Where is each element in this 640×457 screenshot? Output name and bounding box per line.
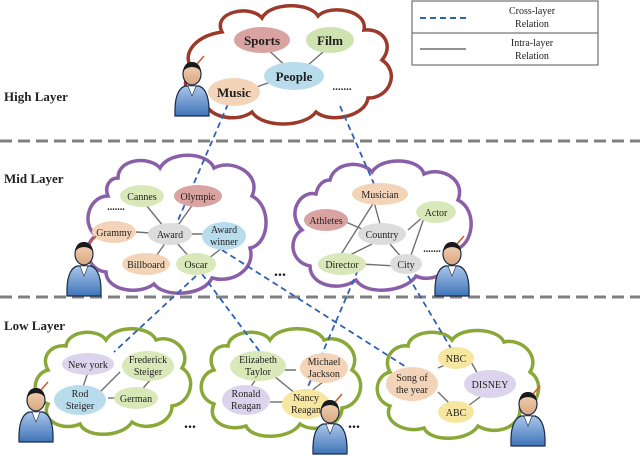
node-disney-label: DISNEY <box>472 380 509 391</box>
legend-intra-label-line2: Relation <box>515 51 549 62</box>
mid-right-ellipsis: ....... <box>423 244 441 255</box>
node-sports-label: Sports <box>244 33 280 48</box>
node-city <box>390 254 422 274</box>
node-disney <box>464 370 516 398</box>
node-music-label: Music <box>217 85 251 100</box>
legend-cross-label-line2: Relation <box>515 19 549 30</box>
node-actor <box>416 201 456 223</box>
node-elizabeth-label-2: Taylor <box>245 367 272 378</box>
node-olympic-label: Olympic <box>181 192 217 203</box>
node-michael-label-1: Michael <box>308 357 341 368</box>
node-ronald-label-1: Ronald <box>232 389 261 400</box>
node-abc <box>438 401 474 423</box>
node-award-winner-label-2: winner <box>210 237 238 248</box>
node-award-winner <box>202 222 246 250</box>
node-award-winner-label-1: Award <box>211 225 237 236</box>
legend-intra-label-line1: Intra-layer <box>511 38 554 49</box>
node-nancy-label-1: Nancy <box>293 393 319 404</box>
node-sports <box>234 27 290 53</box>
cloud-low-left <box>33 327 193 436</box>
layer-label-high: High Layer <box>4 89 68 104</box>
legend-cross-label-line1: Cross-layer <box>509 6 556 17</box>
node-german <box>114 387 158 409</box>
node-people <box>264 62 324 90</box>
node-cannes-label: Cannes <box>127 192 157 203</box>
node-grammy-label: Grammy <box>96 228 132 239</box>
node-athletes <box>304 209 348 231</box>
legend: Cross-layer Relation Intra-layer Relatio… <box>411 0 599 66</box>
node-nancy-label-2: Reagan <box>291 405 321 416</box>
node-rod-label-1: Rod <box>72 389 89 400</box>
node-billboard-label: Billboard <box>127 260 165 271</box>
node-billboard <box>122 253 170 275</box>
node-nbc <box>438 347 474 369</box>
node-film-label: Film <box>317 33 343 48</box>
node-nancy <box>282 389 330 419</box>
node-oscar-label: Oscar <box>184 260 208 271</box>
node-elizabeth-label-1: Elizabeth <box>239 355 277 366</box>
node-film <box>306 27 354 53</box>
node-newyork-label: New york <box>68 360 108 371</box>
node-award-label: Award <box>157 230 183 241</box>
node-athletes-label: Athletes <box>309 216 342 227</box>
cross-oscar-elizabeth <box>195 265 261 353</box>
cross-people-musician <box>339 105 375 185</box>
node-ronald-label-2: Reagan <box>231 401 261 412</box>
node-ronald <box>222 385 270 415</box>
mid-left-ellipsis: ....... <box>107 202 125 213</box>
node-michael-label-2: Jackson <box>308 369 340 380</box>
node-newyork <box>62 353 114 375</box>
node-frederick <box>122 351 174 381</box>
node-city-label: City <box>397 260 414 271</box>
node-people-label: People <box>276 69 313 84</box>
node-elizabeth <box>230 351 286 381</box>
node-abc-label: ABC <box>446 408 467 419</box>
cross-awardwinner-songofyear <box>221 249 415 373</box>
low-between-ellipsis-1: ... <box>184 415 196 432</box>
high-ellipsis: ....... <box>332 81 352 93</box>
cross-oscar-newyork <box>113 275 197 353</box>
node-award <box>148 223 192 245</box>
node-country-label: Country <box>366 230 399 241</box>
node-frederick-label-1: Frederick <box>129 355 167 366</box>
node-music <box>208 78 260 106</box>
node-musician <box>352 183 408 205</box>
node-cannes <box>120 185 164 207</box>
node-rod-label-2: Steiger <box>66 401 95 412</box>
cloud-low-right <box>375 328 541 440</box>
cross-city-nbc <box>407 275 453 351</box>
node-song-of-year-label-1: Song of <box>396 373 428 384</box>
node-grammy <box>92 221 136 243</box>
node-german-label: German <box>120 394 152 405</box>
node-actor-label: Actor <box>425 208 448 219</box>
node-country <box>358 223 406 245</box>
node-song-of-year-label-2: the year <box>396 385 429 396</box>
node-song-of-year <box>386 367 438 401</box>
node-musician-label: Musician <box>361 190 398 201</box>
mid-between-ellipsis: ... <box>274 263 286 280</box>
node-frederick-label-2: Steiger <box>134 367 163 378</box>
layer-label-low: Low Layer <box>4 318 65 333</box>
node-oscar <box>176 253 216 275</box>
node-director-label: Director <box>325 260 359 271</box>
node-director <box>318 253 366 275</box>
node-olympic <box>174 185 222 207</box>
cross-music-award <box>175 103 229 226</box>
layer-label-mid: Mid Layer <box>4 171 64 186</box>
node-rod <box>54 385 106 415</box>
node-nbc-label: NBC <box>446 354 467 365</box>
low-between-ellipsis-2: ... <box>348 415 360 432</box>
node-michael <box>300 353 348 383</box>
